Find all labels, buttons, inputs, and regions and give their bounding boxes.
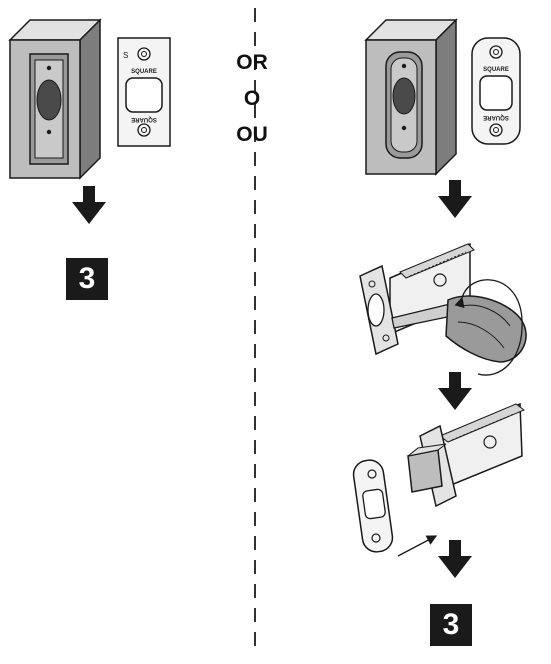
right-down-arrow-3: [438, 540, 472, 578]
or-label-es: O: [222, 88, 282, 109]
or-label-fr: OU: [222, 124, 282, 145]
right-plate-top-text: SQUARE: [483, 67, 509, 73]
right-down-arrow-2: [438, 372, 472, 410]
left-plate-top-text: SQUARE: [131, 69, 157, 75]
left-next-step-badge: 3: [66, 258, 108, 300]
right-plate-bottom-text: SQUARE: [483, 114, 509, 120]
right-round-faceplate: [472, 38, 520, 144]
plate-small-mark: S: [123, 51, 128, 60]
right-next-step-badge: 3: [430, 604, 472, 646]
right-down-arrow-1: [438, 180, 472, 218]
or-label-en: OR: [222, 52, 282, 73]
left-plate-bottom-text: SQUARE: [131, 116, 157, 122]
left-door-edge: [10, 20, 100, 178]
right-door-edge: [366, 20, 456, 174]
latch-with-screwdriver: [360, 244, 526, 375]
latch-with-round-plate: [352, 404, 524, 556]
left-down-arrow: [72, 186, 106, 224]
